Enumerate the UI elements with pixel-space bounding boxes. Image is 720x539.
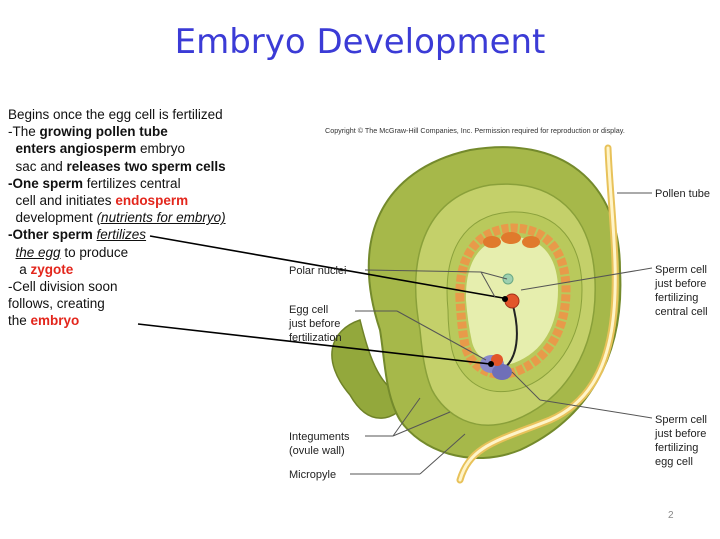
notes-text-block: Begins once the egg cell is fertilized -… xyxy=(8,106,288,330)
label-sperm-egg-2: just before xyxy=(654,428,706,440)
notes-line: development (nutrients for embryo) xyxy=(8,210,226,226)
copyright-notice: Copyright © The McGraw-Hill Companies, I… xyxy=(325,126,625,135)
page-number: 2 xyxy=(668,510,674,521)
label-egg-cell-1: Egg cell xyxy=(289,304,328,316)
notes-line: -One sperm fertilizes central xyxy=(8,175,181,191)
notes-line: follows, creating xyxy=(8,296,105,312)
label-sperm-central-4: central cell xyxy=(655,306,708,318)
label-pollen-tube: Pollen tube xyxy=(655,188,710,200)
label-sperm-egg-4: egg cell xyxy=(655,456,693,468)
embryo-highlight: embryo xyxy=(30,313,80,329)
notes-line: cell and initiates endosperm xyxy=(8,193,189,209)
label-sperm-central-1: Sperm cell xyxy=(655,264,707,276)
notes-line: -The growing pollen tube xyxy=(8,124,168,140)
notes-line: the egg to produce xyxy=(15,244,129,260)
label-sperm-central-2: just before xyxy=(654,278,706,290)
label-polar-nuclei: Polar nuclei xyxy=(289,265,346,277)
notes-line: Begins once the egg cell is fertilized xyxy=(8,107,223,122)
pollen-tube-inner xyxy=(458,146,617,482)
endosperm-highlight: endosperm xyxy=(115,193,189,209)
label-micropyle: Micropyle xyxy=(289,469,336,481)
notes-line: -Cell division soon xyxy=(8,279,118,295)
antipodal-cells xyxy=(483,232,540,248)
zygote-highlight: zygote xyxy=(30,261,74,277)
label-egg-cell-2: just before xyxy=(288,318,340,330)
label-egg-cell-3: fertilization xyxy=(289,332,342,344)
notes-line: the embryo xyxy=(8,313,80,329)
leader-line-central-sperm xyxy=(149,235,504,299)
label-sperm-egg-1: Sperm cell xyxy=(655,414,707,426)
label-sperm-egg-3: fertilizing xyxy=(655,442,698,454)
notes-line: -Other sperm fertilizes xyxy=(8,227,147,243)
label-integuments-1: Integuments xyxy=(289,431,350,443)
slide-title: Embryo Development xyxy=(174,22,546,62)
label-sperm-central-3: fertilizing xyxy=(655,292,698,304)
embryo-sac-border xyxy=(455,223,571,379)
notes-line: sac and releases two sperm cells xyxy=(8,158,226,174)
notes-line: enters angiosperm embryo xyxy=(8,141,186,157)
leader-line-egg xyxy=(137,323,491,365)
polar-nucleus xyxy=(502,273,514,285)
label-integuments-2: (ovule wall) xyxy=(289,445,345,457)
notes-line: a zygote xyxy=(8,261,74,277)
